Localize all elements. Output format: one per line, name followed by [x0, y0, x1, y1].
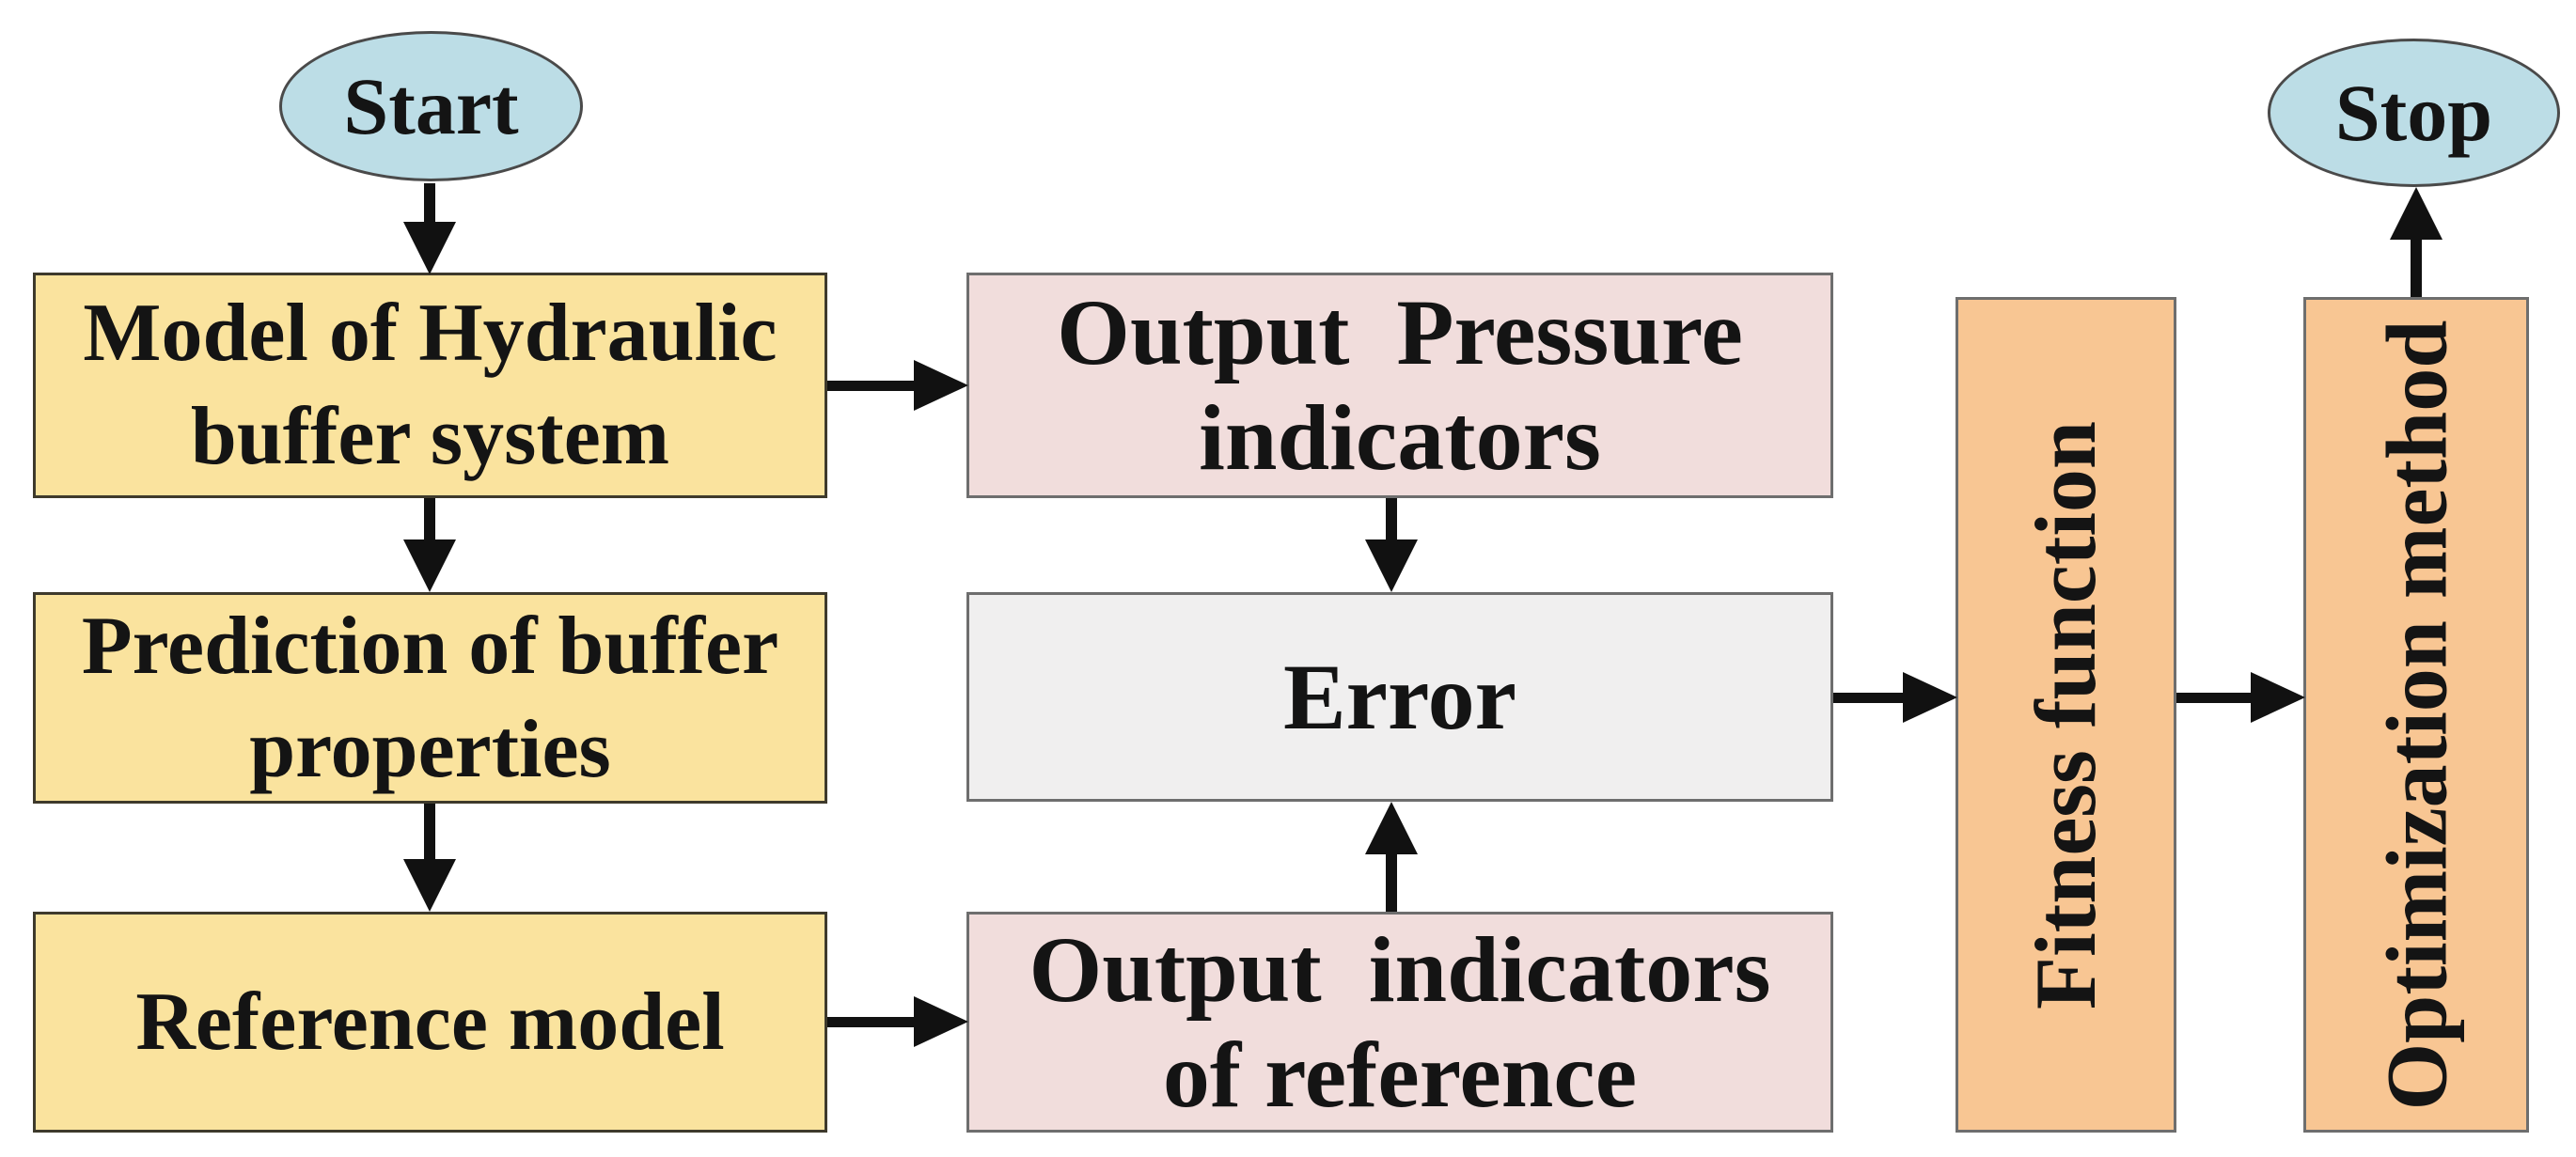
node-output-pressure-label-line1: Output Pressure [1057, 280, 1743, 384]
node-prediction-label-line2: properties [249, 703, 611, 795]
arrow-output-pressure-to-error [1365, 498, 1418, 592]
node-error-label: Error [1282, 645, 1517, 749]
arrow-model-to-prediction [403, 498, 456, 592]
node-output-indicators-of-reference: Output indicators of reference [966, 912, 1833, 1133]
node-error: Error [966, 592, 1833, 802]
node-optimization-method: Optimization method [2303, 297, 2529, 1133]
node-model-label-line2: buffer system [190, 391, 670, 482]
arrow-reference-to-output-reference [827, 996, 968, 1047]
node-start-label: Start [343, 61, 519, 151]
node-output-reference-label-line1: Output indicators [1029, 916, 1771, 1022]
arrow-error-to-fitness [1833, 672, 1957, 723]
node-optimization-label: Optimization method [2368, 320, 2465, 1110]
arrow-model-to-output-pressure [827, 360, 968, 411]
node-output-reference-label-line2: of reference [1162, 1022, 1638, 1127]
arrow-optimization-to-stop [2390, 187, 2442, 297]
arrow-prediction-to-reference [403, 804, 456, 912]
node-model-of-hydraulic-buffer-system: Model of Hydraulic buffer system [33, 273, 827, 498]
node-output-pressure-label-line2: indicators [1199, 385, 1601, 490]
node-prediction-of-buffer-properties: Prediction of buffer properties [33, 592, 827, 804]
node-fitness-label: Fitness function [2018, 420, 2114, 1009]
node-reference-model: Reference model [33, 912, 827, 1133]
node-fitness-function: Fitness function [1956, 297, 2176, 1133]
arrow-output-reference-to-error [1365, 802, 1418, 912]
node-output-pressure-indicators: Output Pressure indicators [966, 273, 1833, 498]
node-reference-label: Reference model [135, 976, 725, 1068]
node-stop-label: Stop [2334, 68, 2493, 158]
node-model-label-line1: Model of Hydraulic [83, 288, 778, 379]
node-prediction-label-line1: Prediction of buffer [81, 600, 779, 692]
arrow-start-to-model [403, 183, 456, 274]
node-start: Start [279, 31, 583, 181]
arrow-fitness-to-optimization [2176, 672, 2305, 723]
node-stop: Stop [2268, 39, 2560, 187]
